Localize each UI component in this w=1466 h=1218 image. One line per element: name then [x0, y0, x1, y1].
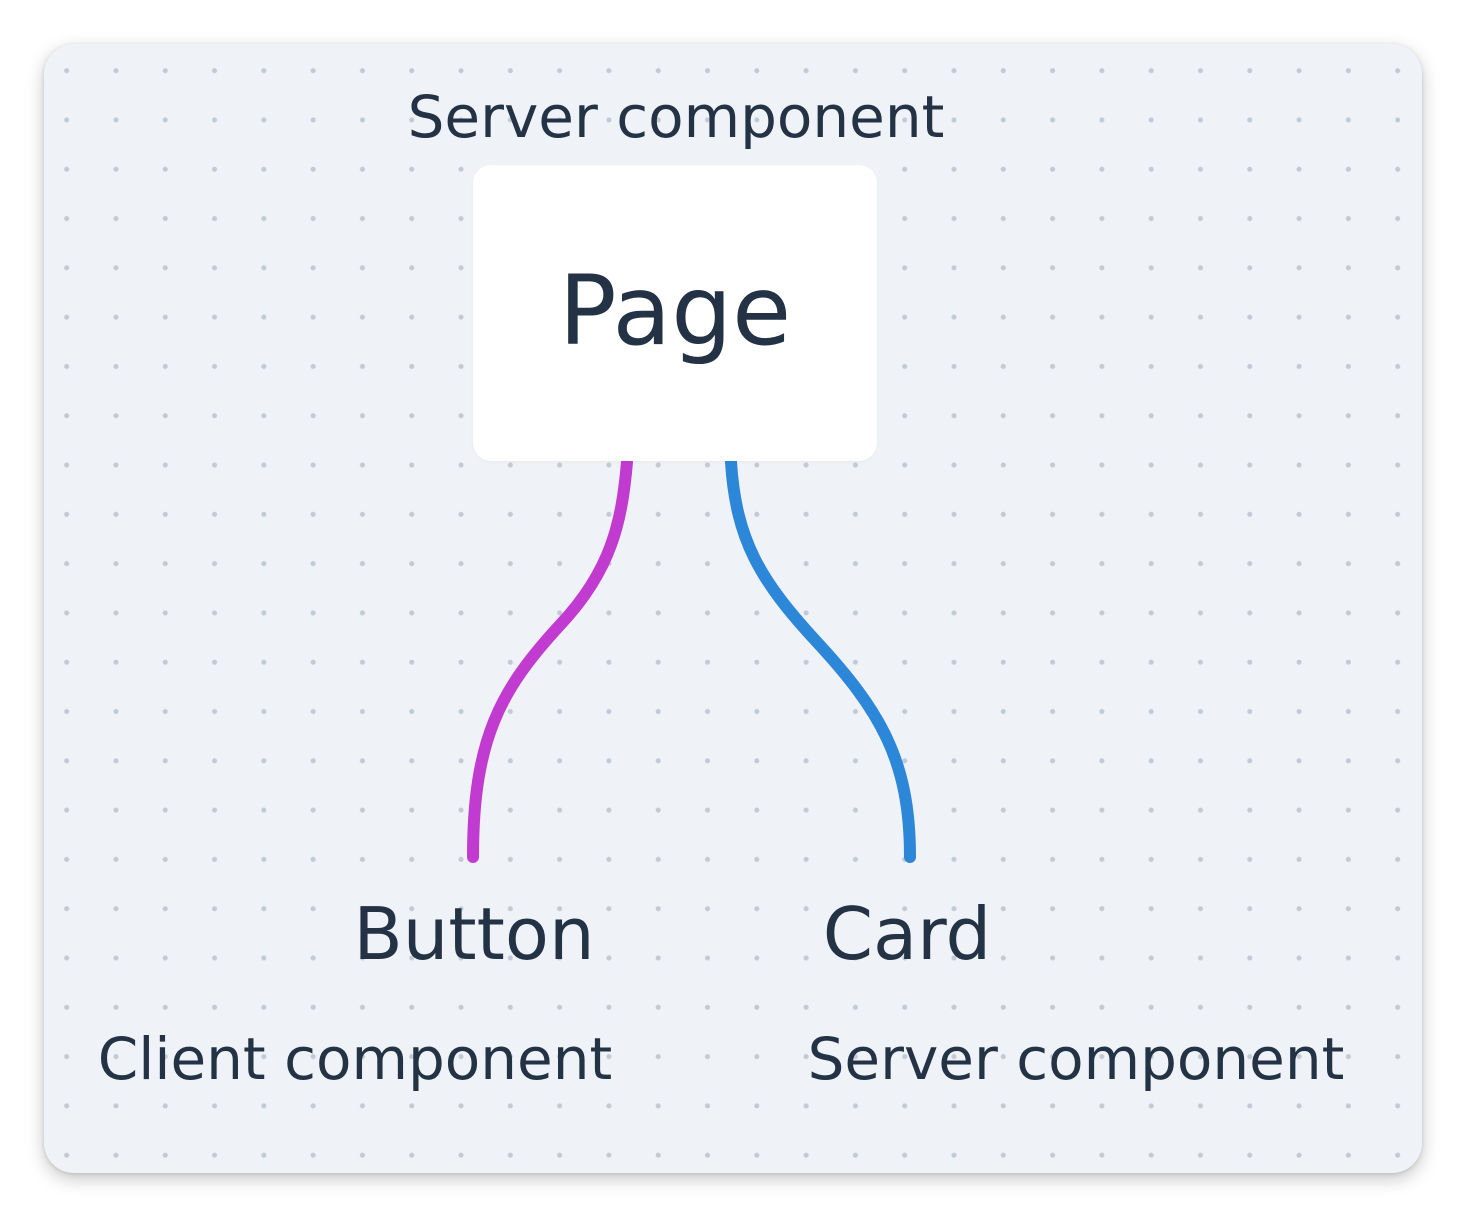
edge-page-to-card [725, 456, 916, 863]
button-kind-label: Client component [97, 1025, 613, 1093]
edge-page-to-button [467, 456, 633, 863]
card-kind-label: Server component [807, 1025, 1345, 1093]
card-node-label: Card [822, 892, 992, 976]
page-node: Page [473, 165, 877, 461]
page-node-label: Page [558, 255, 792, 367]
button-node-label: Button [353, 892, 595, 976]
root-kind-label: Server component [407, 83, 945, 151]
